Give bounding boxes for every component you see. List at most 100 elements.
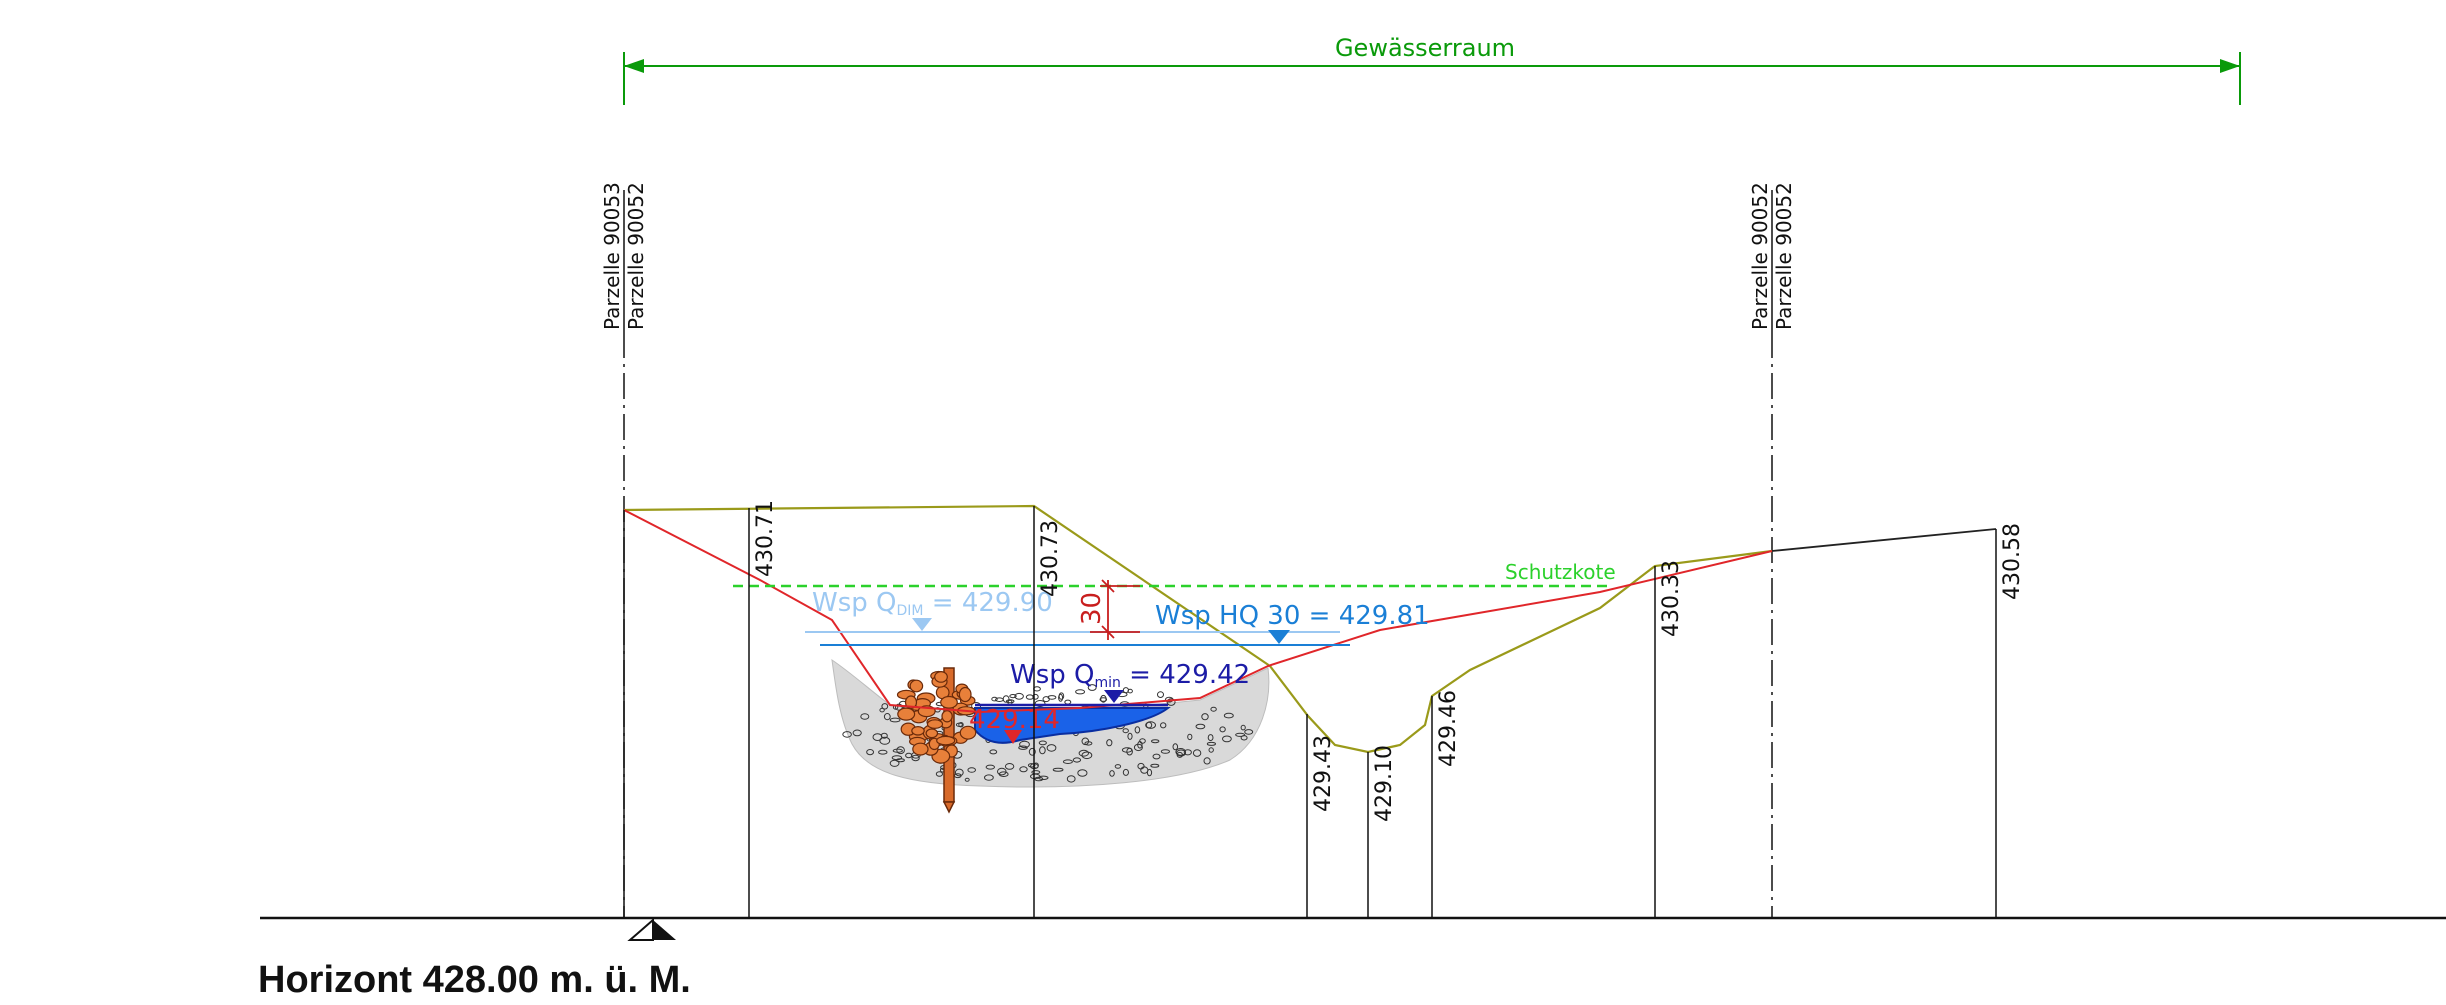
stone-block bbox=[904, 695, 918, 709]
wsp-qmin-marker-icon bbox=[1104, 690, 1124, 703]
parcel-boundary-left: Parzelle 90053 Parzelle 90052 bbox=[600, 182, 648, 918]
pebble bbox=[1077, 769, 1088, 777]
schutzkote-label: Schutzkote bbox=[1505, 560, 1616, 584]
terrain-right-segment bbox=[1771, 528, 1997, 552]
pebble bbox=[1219, 726, 1226, 733]
elevation-label-4: 429.10 bbox=[1372, 745, 1397, 822]
elevation-label-1: 430.71 bbox=[753, 500, 778, 577]
wsp-hq30-marker-icon bbox=[1268, 630, 1290, 644]
pebble bbox=[964, 777, 970, 782]
pebble bbox=[1032, 693, 1039, 700]
pebble bbox=[1121, 747, 1133, 753]
pebble bbox=[989, 749, 998, 755]
pebble bbox=[1187, 733, 1193, 741]
pebble bbox=[955, 722, 963, 727]
stone-block bbox=[936, 735, 956, 746]
pebble bbox=[860, 713, 870, 720]
pebble bbox=[889, 759, 900, 767]
pebble bbox=[1038, 775, 1049, 780]
pebble bbox=[1066, 775, 1076, 783]
pebble bbox=[1075, 689, 1086, 695]
pebble bbox=[1240, 724, 1246, 731]
pebble bbox=[1139, 738, 1146, 744]
elevation-label-6: 430.33 bbox=[1659, 560, 1684, 637]
pebble bbox=[954, 768, 964, 777]
gewaesserraum-dimension: Gewässerraum bbox=[623, 34, 2241, 105]
pebble bbox=[1235, 732, 1246, 737]
pebble bbox=[1027, 763, 1036, 768]
elevation-label-5: 429.46 bbox=[1436, 690, 1461, 767]
pebble bbox=[1099, 697, 1108, 702]
pebble bbox=[1109, 770, 1115, 777]
pebble bbox=[967, 767, 977, 773]
pebble bbox=[984, 774, 994, 781]
pebble bbox=[1210, 706, 1217, 712]
pebble bbox=[1127, 732, 1133, 740]
pebble bbox=[842, 731, 852, 738]
pebble bbox=[889, 717, 901, 723]
pebble bbox=[1038, 740, 1047, 746]
pebble bbox=[1106, 739, 1113, 747]
gewaesserraum-label: Gewässerraum bbox=[1335, 34, 1515, 62]
pebble bbox=[997, 767, 1007, 776]
pebble bbox=[1058, 692, 1065, 700]
pebble bbox=[1208, 747, 1214, 753]
pebble bbox=[1201, 713, 1209, 721]
pebble bbox=[1222, 735, 1232, 743]
pebble bbox=[1004, 763, 1015, 770]
pebble bbox=[1034, 700, 1046, 707]
pebble bbox=[1122, 728, 1129, 734]
pebble bbox=[1039, 746, 1046, 755]
stone-block bbox=[940, 695, 958, 709]
pebble bbox=[911, 754, 920, 762]
stone-block bbox=[897, 707, 916, 721]
pebble bbox=[991, 696, 998, 702]
pebble bbox=[896, 746, 905, 755]
pebble bbox=[1203, 757, 1211, 765]
pebble bbox=[872, 733, 883, 741]
pebble bbox=[1087, 684, 1097, 691]
stone-block bbox=[959, 725, 977, 740]
pebble bbox=[958, 722, 964, 728]
arrow-right-icon bbox=[2220, 59, 2240, 73]
parcel-left-top-label: Parzelle 90053 bbox=[600, 182, 624, 330]
pebble bbox=[1140, 766, 1149, 774]
pebble bbox=[1028, 747, 1036, 756]
pebble bbox=[985, 764, 995, 770]
pebble bbox=[878, 749, 888, 755]
pebble bbox=[1062, 759, 1073, 765]
stone-block bbox=[909, 679, 924, 693]
pebble bbox=[1150, 763, 1160, 768]
parcel-boundary-right: Parzelle 90052 Parzelle 90052 bbox=[1748, 182, 1796, 918]
pebble bbox=[1072, 757, 1082, 763]
pebble bbox=[1052, 767, 1064, 772]
pebble bbox=[852, 729, 862, 737]
pebble bbox=[895, 758, 905, 763]
pebble bbox=[1127, 688, 1133, 694]
pebble bbox=[1018, 745, 1028, 750]
pebble bbox=[1183, 749, 1192, 756]
pebble bbox=[1081, 737, 1090, 746]
pebble bbox=[1244, 729, 1254, 735]
pebble bbox=[1058, 693, 1064, 702]
stone-block bbox=[926, 719, 944, 729]
stone-block bbox=[912, 742, 929, 756]
pebble bbox=[1160, 749, 1171, 754]
pebble bbox=[1157, 691, 1164, 698]
pebble bbox=[935, 771, 944, 777]
stone-block bbox=[925, 728, 939, 739]
stone-block-revetment bbox=[896, 667, 977, 814]
pebble bbox=[1078, 749, 1090, 757]
project-terrain-line bbox=[623, 509, 1773, 714]
pebble bbox=[1223, 712, 1234, 719]
pebble bbox=[1014, 692, 1024, 700]
pebble bbox=[1172, 743, 1179, 751]
horizon-marker-icon bbox=[627, 917, 676, 941]
pebble bbox=[1192, 749, 1202, 757]
stone-block bbox=[958, 686, 972, 703]
bed-elevation-marker-icon bbox=[1004, 730, 1022, 744]
stone-block bbox=[941, 710, 953, 723]
pebble bbox=[1206, 741, 1217, 746]
pebble bbox=[995, 697, 1004, 703]
pebble bbox=[1114, 764, 1122, 769]
